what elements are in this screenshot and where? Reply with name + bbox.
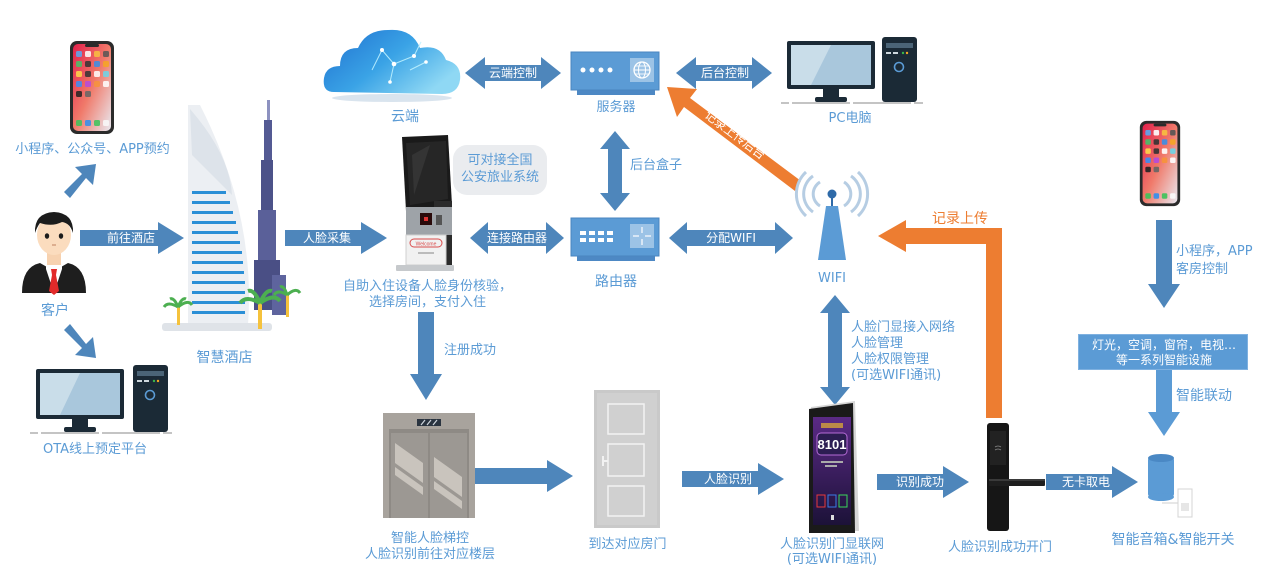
room-door-node xyxy=(594,390,660,528)
arrow-register-success xyxy=(410,312,442,400)
server-label: 服务器 xyxy=(596,100,636,115)
smart-devices-line1: 灯光，空调，窗帘，电视… xyxy=(1091,338,1236,352)
businessman-avatar-icon xyxy=(22,212,86,295)
arrow-recognize-success-label: 识别成功 xyxy=(895,475,944,489)
smartphone-icon xyxy=(1139,120,1181,207)
arrow-register-success-label: 注册成功 xyxy=(443,343,496,358)
arrow-wifi-panel xyxy=(820,295,850,405)
elevator-node xyxy=(383,413,475,518)
arrow-no-card-power xyxy=(1046,466,1138,498)
arrow-face-capture xyxy=(285,222,387,254)
smart-devices-box: 灯光，空调，窗帘，电视… 等一系列智能设施 xyxy=(1078,334,1248,370)
face-panel-label-line2: (可选WIFI通讯) xyxy=(786,552,878,567)
phone-booking-node xyxy=(68,40,116,135)
desktop-computer-icon xyxy=(781,37,923,104)
wifi-node xyxy=(794,170,870,264)
wifi-antenna-icon xyxy=(794,170,870,260)
arrow-upload-record-label: 记录上传 xyxy=(932,211,988,227)
arrow-assign-wifi xyxy=(669,222,793,254)
arrow-smart-linkage-label: 智能联动 xyxy=(1176,388,1232,404)
arrow-customer-to-phone xyxy=(64,164,96,198)
arrow-face-recognize xyxy=(682,463,784,495)
wifi-label: WIFI xyxy=(818,271,846,286)
arrow-assign-wifi-label: 分配WIFI xyxy=(706,231,756,245)
arrow-to-hotel xyxy=(80,222,184,254)
face-recognition-panel-icon: 8101 xyxy=(809,401,859,533)
elevator-label-line1: 智能人脸梯控 xyxy=(390,531,469,546)
face-panel-node: 8101 xyxy=(807,401,861,535)
ota-node xyxy=(30,365,172,435)
arrow-upload-record xyxy=(878,220,1002,418)
desktop-computer-icon xyxy=(30,365,172,434)
wifi-panel-line2: 人脸管理 xyxy=(851,336,904,351)
arrow-backend-control-label: 后台控制 xyxy=(700,66,749,80)
kiosk-label-line2: 选择房间，支付入住 xyxy=(368,295,486,310)
smart-devices-line2: 等一系列智能设施 xyxy=(1115,353,1212,367)
arrow-cloud-control xyxy=(465,57,561,89)
cloud-label: 云端 xyxy=(391,109,419,125)
cloud-icon xyxy=(323,29,461,102)
police-system-bubble: 可对接全国 公安旅业系统 xyxy=(453,145,547,195)
elevator-label-line2: 人脸识别前往对应楼层 xyxy=(364,547,495,562)
customer-label: 客户 xyxy=(41,303,69,319)
server-node xyxy=(570,51,660,96)
arrow-customer-to-ota xyxy=(64,324,96,358)
smart-speaker-switch-icon xyxy=(1148,454,1193,518)
hotel-node xyxy=(160,95,305,340)
arrow-app-control xyxy=(1148,220,1180,308)
pc-label: PC电脑 xyxy=(828,111,872,126)
phone-control-node xyxy=(1138,116,1182,211)
smartphone-icon xyxy=(70,41,114,134)
police-bubble-line2: 公安旅业系统 xyxy=(460,170,539,185)
arrow-face-capture-label: 人脸采集 xyxy=(302,231,351,245)
router-icon xyxy=(570,217,660,261)
arrow-connect-router-label: 连接路由器 xyxy=(486,231,547,245)
router-label: 路由器 xyxy=(595,274,637,290)
customer-node xyxy=(18,205,90,295)
door-lock-label: 人脸识别成功开门 xyxy=(947,540,1052,555)
arrow-to-hotel-label: 前往酒店 xyxy=(106,231,155,245)
arrow-backend-box-label: 后台盒子 xyxy=(629,158,682,173)
arrow-connect-router xyxy=(470,222,564,254)
door-icon xyxy=(594,390,660,528)
arrow-smart-linkage xyxy=(1148,370,1180,436)
arrow-recognize-success xyxy=(877,466,969,498)
arrow-app-control-line2: 客房控制 xyxy=(1176,262,1229,277)
hotel-building-icon xyxy=(162,100,302,331)
wifi-panel-line4: (可选WIFI通讯) xyxy=(851,368,942,383)
arrow-face-recognize-label: 人脸识别 xyxy=(703,472,752,486)
checkin-kiosk-icon: Welcome xyxy=(396,135,454,271)
wifi-panel-line1: 人脸门显接入网络 xyxy=(851,320,956,335)
kiosk-welcome-text: Welcome xyxy=(416,242,437,248)
smart-speaker-label: 智能音箱&智能开关 xyxy=(1111,532,1235,548)
ota-label: OTA线上预定平台 xyxy=(42,442,148,457)
cloud-node xyxy=(322,20,462,102)
arrow-app-control-line1: 小程序，APP xyxy=(1176,244,1253,259)
server-icon xyxy=(570,51,660,95)
pc-node xyxy=(781,35,923,105)
arrow-no-card-power-label: 无卡取电 xyxy=(1061,475,1110,489)
face-panel-label-line1: 人脸识别门显联网 xyxy=(779,537,884,552)
hotel-label: 智慧酒店 xyxy=(196,350,253,366)
smart-lock-icon xyxy=(987,423,1045,531)
police-bubble-line1: 可对接全国 xyxy=(467,153,533,168)
arrow-backend-control xyxy=(676,57,772,89)
phone-booking-label: 小程序、公众号、APP预约 xyxy=(15,142,170,157)
arrow-elevator-to-door xyxy=(475,460,573,492)
wifi-panel-line3: 人脸权限管理 xyxy=(851,352,930,367)
arrow-backend-box xyxy=(600,131,630,211)
kiosk-node: Welcome xyxy=(390,135,462,275)
arrow-upload-backend xyxy=(667,87,801,191)
kiosk-label-line1: 自助入住设备人脸身份核验， xyxy=(342,279,512,294)
face-panel-room-number: 8101 xyxy=(818,437,847,452)
elevator-icon xyxy=(383,413,475,518)
door-lock-node xyxy=(985,423,1045,531)
arrow-cloud-control-label: 云端控制 xyxy=(488,66,537,80)
smart-speaker-node xyxy=(1148,453,1198,521)
router-node xyxy=(570,217,660,262)
room-door-label: 到达对应房门 xyxy=(588,537,667,552)
